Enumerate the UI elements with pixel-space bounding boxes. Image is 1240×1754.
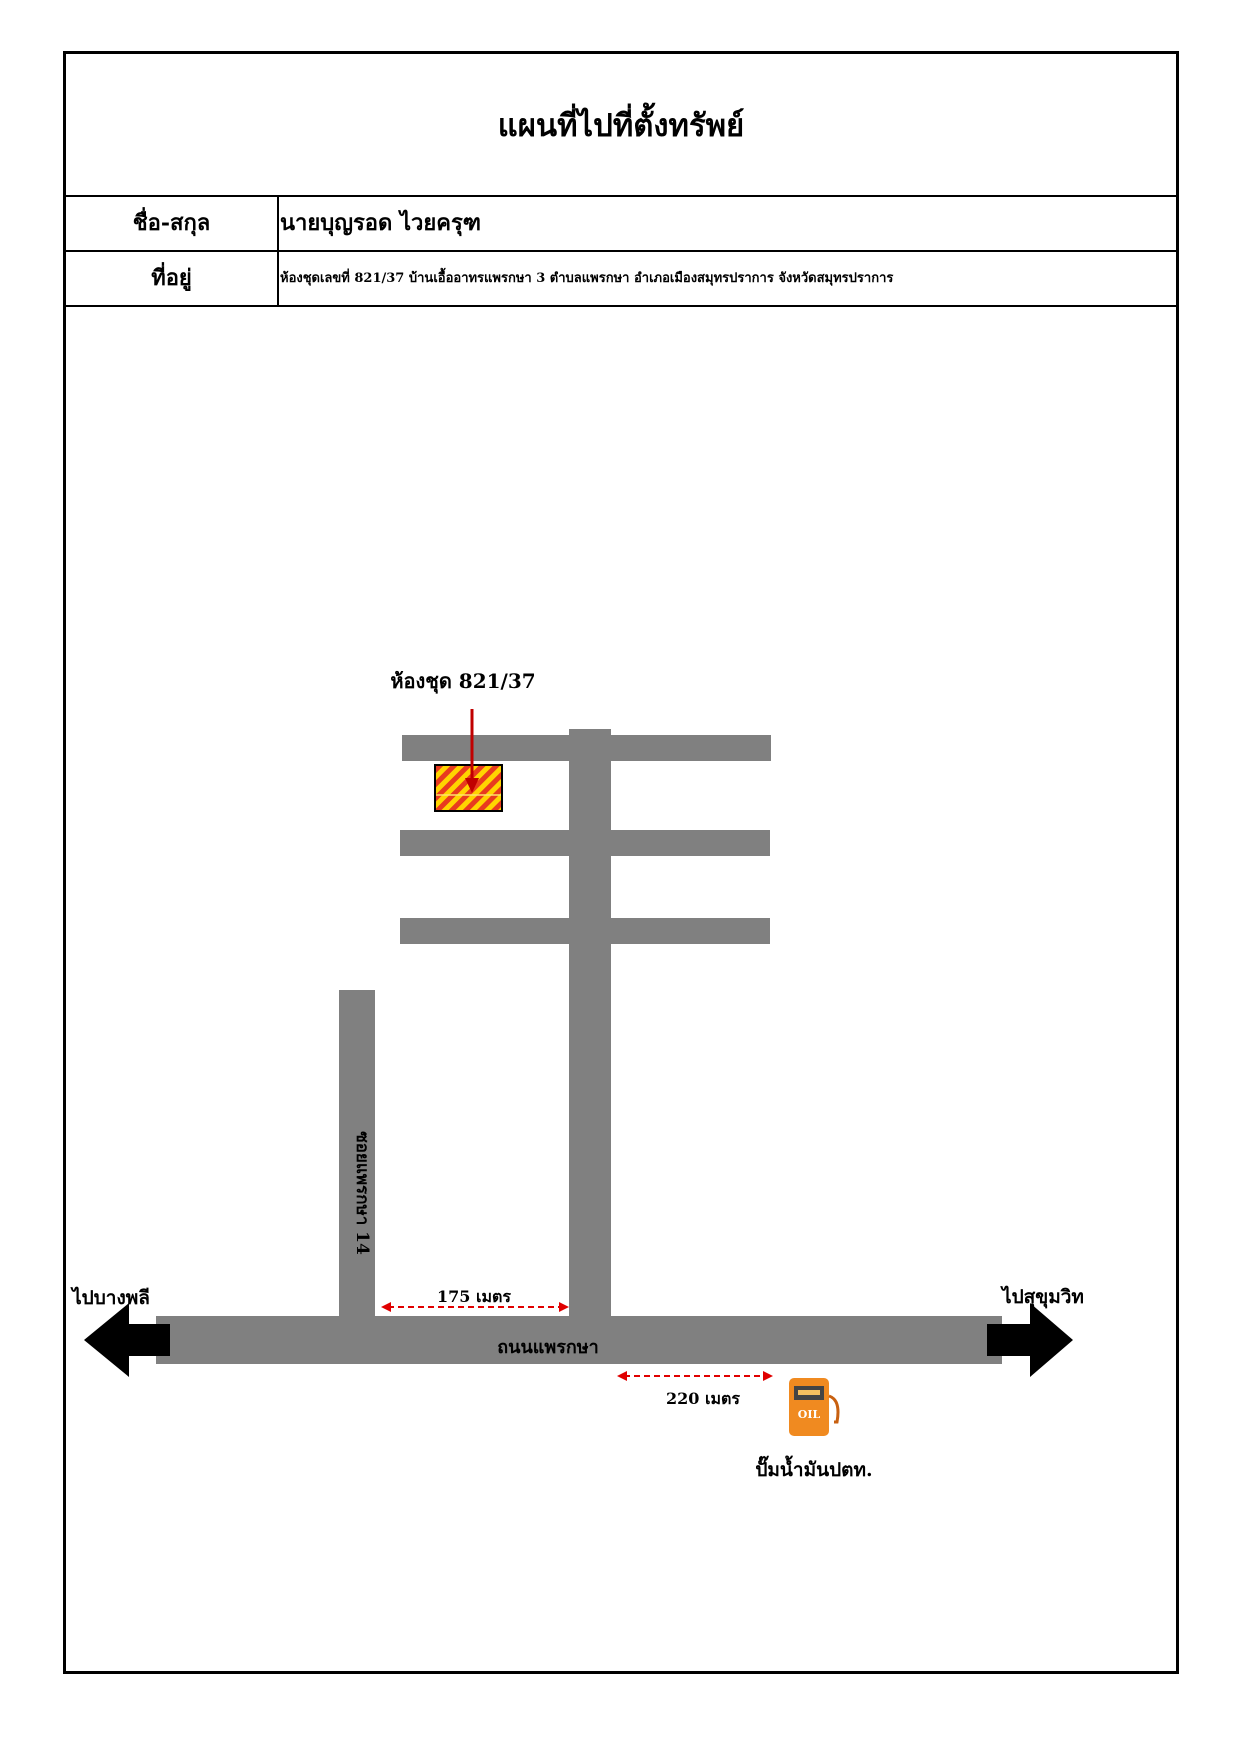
name-label: ชื่อ-สกุล xyxy=(66,195,279,250)
oil-sign: OIL xyxy=(798,1408,821,1421)
branch-road-bottom xyxy=(400,918,770,944)
landmark-label: ปั๊มน้ำมันปตท. xyxy=(755,1455,872,1481)
name-value: นายบุญรอด ไวยครุฑ xyxy=(280,210,482,236)
property-marker xyxy=(434,764,503,812)
road-network xyxy=(156,729,1002,1364)
name-row: ชื่อ-สกุล นายบุญรอด ไวยครุฑ xyxy=(66,195,1176,252)
address-row: ที่อยู่ ห้องชุดเลขที่ 821/37 บ้านเอื้ออา… xyxy=(66,250,1176,307)
property-label: ห้องชุด 821/37 xyxy=(390,669,535,694)
main-road-label: ถนนแพรกษา xyxy=(497,1337,599,1358)
center-road xyxy=(569,729,611,1320)
page-title: แผนที่ไปที่ตั้งทรัพย์ xyxy=(66,54,1176,197)
west-arrow-icon xyxy=(84,1303,170,1377)
main-road xyxy=(156,1316,1002,1364)
branch-road-middle xyxy=(400,830,770,856)
distance-label-1: 175 เมตร xyxy=(437,1287,511,1306)
document-frame: แผนที่ไปที่ตั้งทรัพย์ ชื่อ-สกุล นายบุญรอ… xyxy=(63,51,1179,1674)
soi-road xyxy=(339,990,375,1320)
gas-pump-icon: OIL xyxy=(789,1378,840,1436)
soi-label: ซอยแพรกษา 14 xyxy=(352,1131,372,1255)
distance-marker-1 xyxy=(381,1302,569,1312)
left-direction-label: ไปบางพลี xyxy=(70,1286,150,1309)
distance-marker-2 xyxy=(617,1371,773,1381)
east-arrow-icon xyxy=(987,1303,1073,1377)
down-pointer-icon xyxy=(465,709,479,793)
address-label: ที่อยู่ xyxy=(66,250,279,305)
distance-label-2: 220 เมตร xyxy=(666,1389,740,1408)
address-value: ห้องชุดเลขที่ 821/37 บ้านเอื้ออาทรแพรกษา… xyxy=(280,271,894,286)
branch-road-top xyxy=(402,735,771,761)
right-direction-label: ไปสุขุมวิท xyxy=(1000,1285,1084,1309)
